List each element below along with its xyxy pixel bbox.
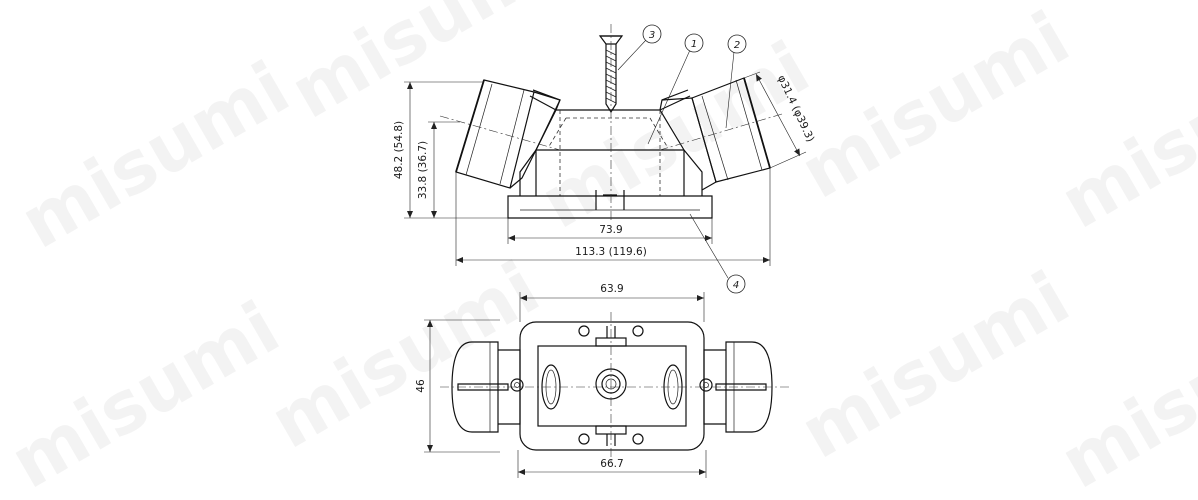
extension-lines — [404, 71, 807, 266]
callout-label: 3 — [649, 30, 655, 41]
callout-4: 4 — [726, 274, 746, 294]
plan-dimension-lines — [427, 295, 706, 475]
watermark: misumi — [787, 255, 1083, 475]
callout-label: 2 — [734, 40, 740, 51]
watermark: misumi — [7, 45, 303, 265]
dim-overall-height: 48.2 (54.8) — [393, 121, 405, 179]
callout-2: 2 — [727, 34, 747, 54]
front-view: 48.2 (54.8) 33.8 (36.7) 73.9 113.3 (119.… — [393, 24, 816, 294]
dim-bottom-width: 66.7 — [600, 458, 623, 470]
callout-label: 1 — [691, 39, 697, 50]
watermark: misumi — [787, 0, 1083, 215]
watermark: misumi — [257, 245, 553, 465]
callout-1: 1 — [684, 33, 704, 53]
dim-overall-width: 113.3 (119.6) — [575, 246, 647, 258]
callout-leaders — [617, 39, 735, 279]
left-connector — [455, 79, 561, 189]
dim-height: 46 — [415, 379, 427, 393]
dim-top-width: 63.9 — [600, 283, 623, 295]
plan-extension-lines — [424, 292, 707, 478]
box-plate — [510, 321, 713, 451]
callout-3: 3 — [642, 24, 662, 44]
callout-label: 4 — [733, 280, 739, 291]
watermark: misumi — [0, 285, 293, 500]
dim-base-width: 73.9 — [599, 224, 622, 236]
dimension-lines — [407, 73, 801, 263]
plan-view: 63.9 66.7 46 — [415, 283, 790, 478]
dim-body-height: 33.8 (36.7) — [417, 141, 429, 199]
